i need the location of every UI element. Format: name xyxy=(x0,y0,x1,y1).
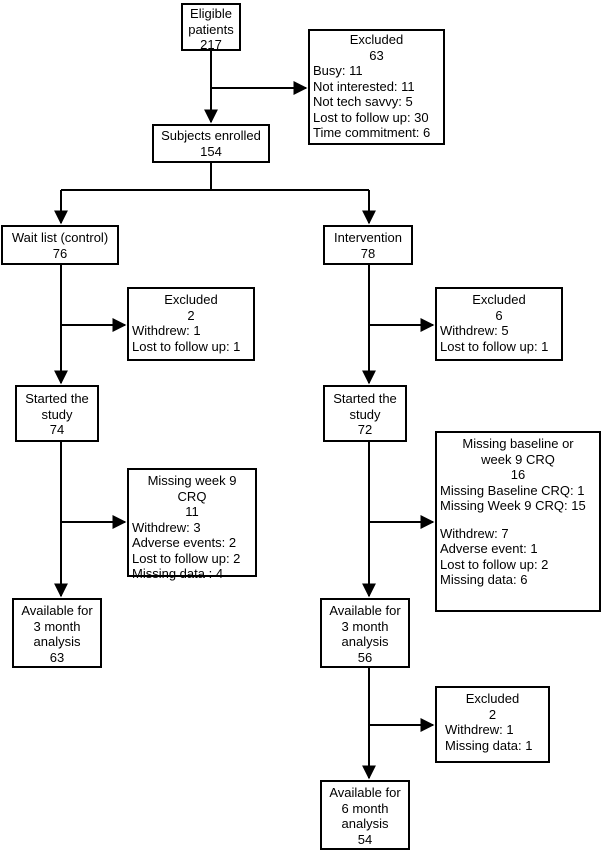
intervention-available-3month-box: Available for 3 month analysis 56 xyxy=(320,598,410,668)
enrolled-count: 154 xyxy=(200,143,222,159)
excluded-enrollment-item: Not interested: 11 xyxy=(313,78,415,94)
intervention-arm-count: 78 xyxy=(360,245,376,261)
excluded-enrollment-box: Excluded 63 Busy: 11 Not interested: 11 … xyxy=(308,29,445,145)
control-excluded-title: Excluded xyxy=(164,292,218,307)
control-started-line2: study xyxy=(41,406,73,422)
intervention-available3-count: 56 xyxy=(357,649,373,665)
intervention-missing-item: Lost to follow up: 2 xyxy=(440,556,549,572)
control-missing-item: Withdrew: 3 xyxy=(132,519,201,535)
excluded-enrollment-count: 63 xyxy=(369,47,384,63)
intervention-excluded-count: 6 xyxy=(495,307,503,323)
intervention-available3-line2: 3 month xyxy=(341,618,389,634)
control-missing-item: Lost to follow up: 2 xyxy=(132,550,241,566)
control-arm-count: 76 xyxy=(52,245,68,261)
excluded-enrollment-item: Time commitment: 6 xyxy=(313,125,431,140)
intervention-excluded-box: Excluded 6 Withdrew: 5 Lost to follow up… xyxy=(435,287,563,361)
intervention-missing-item: Missing Week 9 CRQ: 15 xyxy=(440,498,586,513)
control-available-line3: analysis xyxy=(33,634,81,649)
control-excluded-item: Withdrew: 1 xyxy=(132,323,201,338)
excluded-enrollment-item: Busy: 11 xyxy=(313,63,363,78)
control-started-box: Started the study 74 xyxy=(15,385,99,442)
control-started-line1: Started the xyxy=(25,391,89,406)
control-arm-box: Wait list (control) 76 xyxy=(1,225,119,265)
eligible-box: Eligible patients 217 xyxy=(181,3,241,52)
intervention-available6-line2: 6 month xyxy=(341,800,389,816)
intervention-available6-count: 54 xyxy=(357,831,373,847)
control-missing-item: Missing data : 4 xyxy=(132,566,224,581)
intervention-excluded6-item: Missing data: 1 xyxy=(445,737,533,753)
excluded-enrollment-title: Excluded xyxy=(349,32,404,47)
intervention-excluded-item: Lost to follow up: 1 xyxy=(440,338,549,354)
control-missing-count: 11 xyxy=(185,504,199,519)
intervention-started-count: 72 xyxy=(357,422,373,437)
intervention-started-line2: study xyxy=(349,406,381,422)
excluded-enrollment-item: Not tech savvy: 5 xyxy=(313,94,413,109)
excluded-enrollment-item: Lost to follow up: 30 xyxy=(313,109,429,125)
intervention-missing-title-line2: week 9 CRQ xyxy=(481,451,555,467)
intervention-excluded6-count: 2 xyxy=(488,706,497,722)
control-excluded-count: 2 xyxy=(187,307,195,323)
eligible-count: 217 xyxy=(200,37,222,52)
intervention-excluded6-item: Withdrew: 1 xyxy=(445,722,514,737)
control-available-line2: 3 month xyxy=(33,618,81,634)
intervention-available-6month-box: Available for 6 month analysis 54 xyxy=(320,780,410,850)
intervention-missing-spacer xyxy=(440,514,596,526)
intervention-available3-line3: analysis xyxy=(341,634,389,649)
intervention-excluded6-title: Excluded xyxy=(465,691,520,706)
intervention-excluded-title: Excluded xyxy=(472,292,526,307)
control-excluded-box: Excluded 2 Withdrew: 1 Lost to follow up… xyxy=(127,287,255,361)
intervention-excluded-6month-box: Excluded 2 Withdrew: 1 Missing data: 1 xyxy=(435,686,550,763)
control-arm-label: Wait list (control) xyxy=(11,230,109,245)
intervention-missing-count: 16 xyxy=(510,467,526,482)
intervention-missing-item: Withdrew: 7 xyxy=(440,525,509,541)
intervention-missing-item: Missing Baseline CRQ: 1 xyxy=(440,482,585,498)
intervention-missing-title-line1: Missing baseline or xyxy=(462,436,574,451)
control-missing-title: Missing week 9 CRQ xyxy=(147,473,237,504)
intervention-started-line1: Started the xyxy=(333,391,397,406)
control-missing-item: Adverse events: 2 xyxy=(132,535,237,550)
intervention-available6-line3: analysis xyxy=(341,816,389,831)
intervention-missing-box: Missing baseline or week 9 CRQ 16 Missin… xyxy=(435,431,601,612)
control-missing-box: Missing week 9 CRQ 11 Withdrew: 3 Advers… xyxy=(127,468,257,581)
control-available-3month-box: Available for 3 month analysis 63 xyxy=(12,598,102,668)
enrolled-label: Subjects enrolled xyxy=(161,128,261,143)
control-available-line1: Available for xyxy=(21,603,93,618)
eligible-label-line1: Eligible xyxy=(190,6,232,21)
intervention-arm-box: Intervention 78 xyxy=(323,225,413,265)
intervention-missing-item: Missing data: 6 xyxy=(440,572,528,587)
intervention-excluded-item: Withdrew: 5 xyxy=(440,323,509,338)
eligible-label-line2: patients xyxy=(188,21,234,37)
intervention-missing-item: Adverse event: 1 xyxy=(440,541,538,556)
control-started-count: 74 xyxy=(49,422,65,437)
control-excluded-item: Lost to follow up: 1 xyxy=(132,338,241,354)
intervention-available3-line1: Available for xyxy=(329,603,401,618)
enrolled-box: Subjects enrolled 154 xyxy=(152,124,270,163)
intervention-available6-line1: Available for xyxy=(329,785,401,800)
intervention-arm-label: Intervention xyxy=(334,230,402,245)
control-available-count: 63 xyxy=(49,649,65,665)
intervention-started-box: Started the study 72 xyxy=(323,385,407,442)
